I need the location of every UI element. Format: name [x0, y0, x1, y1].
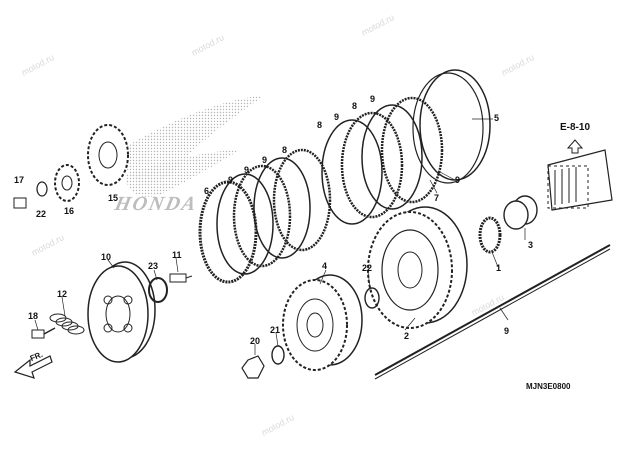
callout-5[interactable]: 5 [494, 113, 500, 123]
clutch-plate-stack [198, 96, 444, 284]
callout-9[interactable]: 9 [244, 165, 250, 175]
leader-lines [34, 118, 526, 355]
callout-19[interactable]: 20 [250, 336, 261, 346]
callout-11[interactable]: 11 [172, 250, 182, 260]
reference-box[interactable]: E-8-10 [552, 122, 598, 133]
callout-2[interactable]: 2 [404, 331, 410, 341]
callout-23[interactable]: 23 [148, 261, 159, 271]
lifter-piece [169, 273, 193, 283]
mainshaft [547, 149, 613, 211]
callout-20[interactable]: 21 [270, 325, 281, 335]
callout-15[interactable]: 15 [108, 193, 119, 203]
clutch-spring [49, 313, 85, 335]
callout-8[interactable]: 8 [282, 145, 288, 155]
callout-7[interactable]: 7 [434, 193, 440, 203]
reference-label: E-8-10 [559, 122, 590, 133]
callout-14[interactable]: 9 [504, 326, 510, 336]
thrust-washer [364, 287, 380, 309]
callout-3[interactable]: 3 [528, 240, 534, 250]
callout-9[interactable]: 9 [228, 175, 234, 185]
callout-8[interactable]: 8 [317, 120, 323, 130]
callout-12[interactable]: 12 [57, 289, 68, 299]
clutch-bolt [31, 327, 56, 339]
flange-bolt [13, 197, 27, 209]
callout-16[interactable]: 16 [64, 206, 75, 216]
pressure-plate [87, 261, 156, 363]
callout-8[interactable]: 8 [352, 101, 358, 111]
callout-9[interactable]: 9 [262, 155, 268, 165]
washer [36, 181, 48, 197]
callout-21[interactable]: 22 [362, 263, 373, 273]
reference-arrow [566, 139, 584, 154]
callout-1[interactable]: 1 [496, 263, 502, 273]
wing-logo [120, 95, 265, 197]
collar [503, 195, 538, 230]
lock-washer [271, 345, 285, 365]
callout-18[interactable]: 18 [28, 311, 39, 321]
callout-6[interactable]: 6 [204, 186, 210, 196]
clutch-outer [367, 206, 468, 329]
callout-13[interactable]: 9 [455, 175, 461, 185]
judder-spring-seat [419, 69, 491, 181]
callout-4[interactable]: 4 [322, 261, 328, 271]
primary-drive-gear [87, 124, 129, 186]
callout-10[interactable]: 10 [101, 252, 112, 262]
judder-spring [412, 72, 484, 184]
callout-22[interactable]: 22 [36, 209, 47, 219]
diagram-code: MJN3E0800 [526, 382, 571, 391]
callout-9[interactable]: 9 [334, 112, 340, 122]
clutch-center [282, 274, 363, 371]
bearing [148, 277, 168, 303]
spline-washer [478, 216, 502, 254]
sub-gear [54, 164, 80, 202]
callout-17[interactable]: 17 [14, 175, 25, 185]
callout-9[interactable]: 9 [370, 94, 376, 104]
brand-logo: HONDA [112, 193, 200, 215]
push-rod [374, 244, 611, 380]
lock-nut [241, 355, 265, 379]
front-arrow-icon [13, 355, 53, 379]
